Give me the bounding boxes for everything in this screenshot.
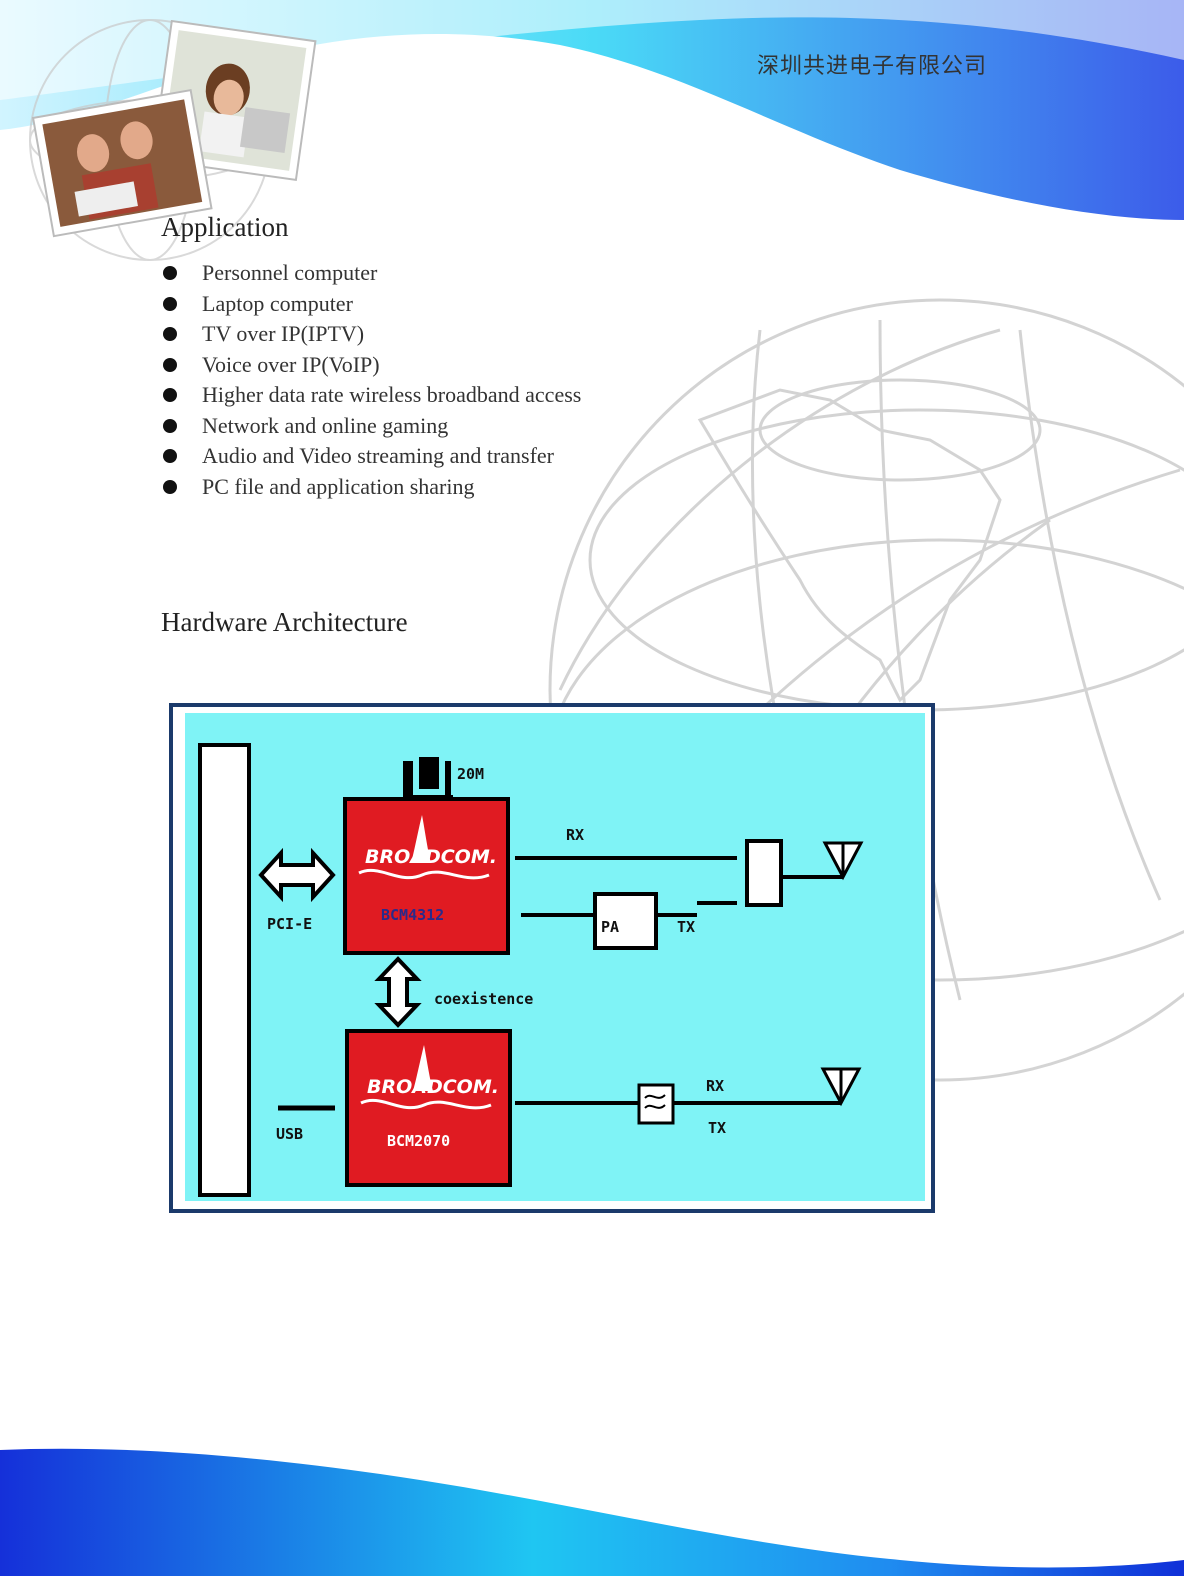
chip-bcm2070: BROADCOM. BCM2070 xyxy=(345,1029,512,1187)
tx-line-out xyxy=(656,901,737,917)
chip-bcm4312: BROADCOM. BCM4312 xyxy=(343,797,510,955)
list-item-text: Voice over IP(VoIP) xyxy=(202,351,380,377)
coexistence-arrow xyxy=(374,956,422,1028)
switch-block xyxy=(745,839,783,907)
antenna-icon xyxy=(820,1067,862,1107)
tx-label-bottom: TX xyxy=(708,1119,726,1137)
pcie-label: PCI-E xyxy=(267,915,312,933)
bullet-icon xyxy=(163,296,177,311)
chip2-part: BCM2070 xyxy=(387,1132,450,1150)
pa-block xyxy=(593,892,658,950)
list-item: Laptop computer xyxy=(161,289,581,320)
list-item: Voice over IP(VoIP) xyxy=(161,350,581,381)
pa-label: PA xyxy=(601,918,619,936)
list-item-text: Audio and Video streaming and transfer xyxy=(202,443,555,468)
header-photos xyxy=(31,20,317,238)
chip1-brand: BROADCOM. xyxy=(365,846,497,868)
list-item-text: Personnel computer xyxy=(202,260,378,285)
list-item-text: Higher data rate wireless broadband acce… xyxy=(202,382,582,407)
list-item-text: Network and online gaming xyxy=(202,412,449,438)
list-item: PC file and application sharing xyxy=(161,472,581,503)
list-item: Personnel computer xyxy=(161,258,581,289)
bullet-icon xyxy=(163,418,177,433)
usb-label: USB xyxy=(276,1125,303,1143)
application-list: Personnel computer Laptop computer TV ov… xyxy=(161,258,581,502)
list-item: Audio and Video streaming and transfer xyxy=(161,441,581,472)
list-item-text: TV over IP(IPTV) xyxy=(202,321,365,346)
bullet-icon xyxy=(163,327,177,341)
tx-label-top: TX xyxy=(677,918,695,936)
rx-label-top: RX xyxy=(566,826,584,844)
filter-block xyxy=(637,1083,675,1125)
hardware-architecture-diagram: PCI-E 20M BROADCOM. BCM4312 coexistence … xyxy=(169,703,935,1213)
company-name: 深圳共进电子有限公司 xyxy=(757,54,988,79)
antenna-icon xyxy=(822,841,864,881)
bullet-icon xyxy=(163,449,177,463)
bullet-icon xyxy=(163,479,177,494)
list-item: Network and online gaming xyxy=(161,411,581,442)
coexistence-label: coexistence xyxy=(434,990,533,1008)
bullet-icon xyxy=(163,266,177,280)
chip2-brand: BROADCOM. xyxy=(367,1076,499,1098)
filter-icon xyxy=(644,1094,666,1109)
bullet-icon xyxy=(163,388,177,402)
list-item-text: Laptop computer xyxy=(202,290,353,316)
bullet-icon xyxy=(163,357,177,372)
hardware-heading: Hardware Architecture xyxy=(161,607,408,637)
diagram-background xyxy=(185,713,925,1201)
crystal-label: 20M xyxy=(457,765,484,783)
host-bus-bar xyxy=(198,743,251,1197)
application-heading: Application xyxy=(161,212,289,242)
rx-label-bottom: RX xyxy=(706,1077,724,1095)
list-item: TV over IP(IPTV) xyxy=(161,319,581,350)
pcie-arrow xyxy=(258,847,336,903)
list-item-text: PC file and application sharing xyxy=(202,473,475,499)
chip1-part: BCM4312 xyxy=(381,906,444,924)
list-item: Higher data rate wireless broadband acce… xyxy=(161,380,581,411)
